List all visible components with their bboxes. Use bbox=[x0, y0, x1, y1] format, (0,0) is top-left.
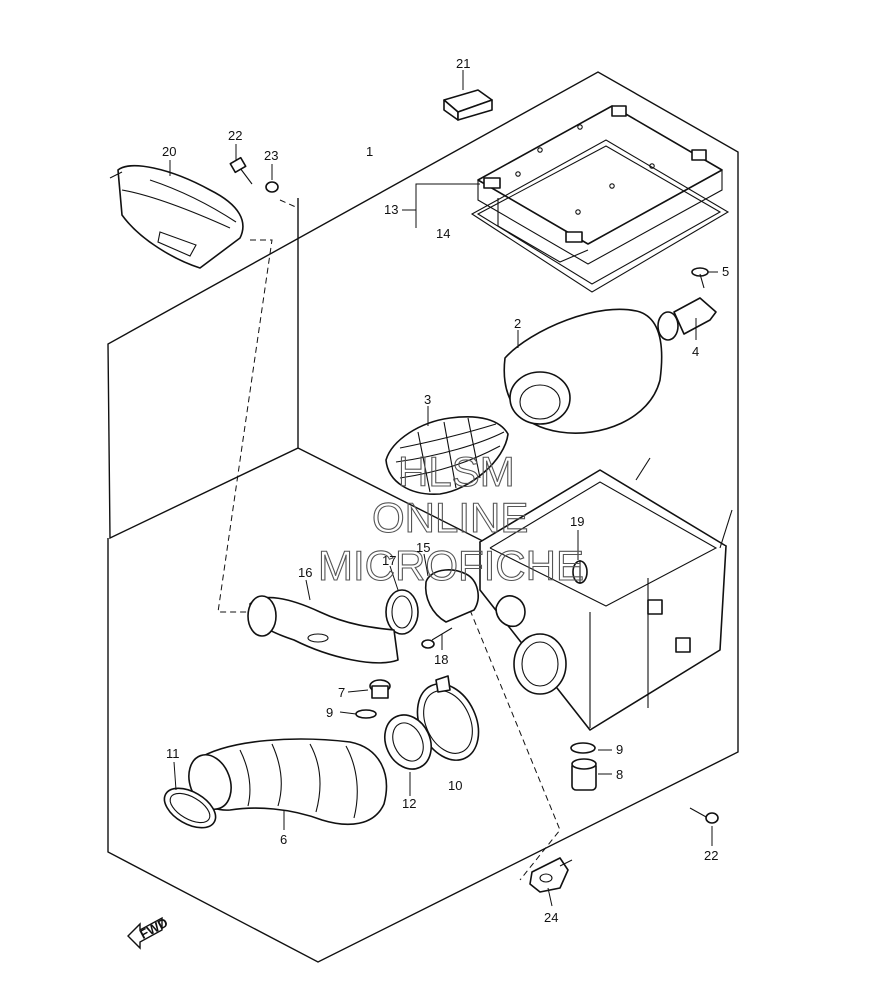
joint-gasket-part bbox=[424, 569, 526, 628]
bolt-part-top bbox=[229, 156, 253, 185]
hose-clamp-11-part bbox=[163, 787, 217, 829]
breather-fitting-part bbox=[529, 857, 573, 893]
air-box-part bbox=[479, 457, 733, 731]
seal-ring-part bbox=[384, 714, 432, 770]
drain-plug-part bbox=[572, 560, 588, 584]
watermark-line-1: HLSM bbox=[398, 448, 515, 495]
callout-10: 10 bbox=[448, 778, 462, 793]
washer-part bbox=[265, 181, 279, 193]
callout-1: 1 bbox=[366, 144, 373, 159]
callout-24: 24 bbox=[544, 910, 558, 925]
o-ring-part-right bbox=[570, 742, 596, 754]
callout-8: 8 bbox=[616, 767, 623, 782]
watermark-line-2: ONLINE bbox=[372, 494, 528, 541]
fwd-arrow-icon: FWD bbox=[127, 915, 170, 950]
watermark-line-3: MICROFICHE bbox=[318, 542, 584, 589]
ref-line-lid bbox=[217, 239, 273, 613]
callout-22-bottom: 22 bbox=[704, 848, 718, 863]
callout-2: 2 bbox=[514, 316, 521, 331]
bolt-part-bottom bbox=[689, 807, 719, 824]
callout-12: 12 bbox=[402, 796, 416, 811]
intake-pipe-part bbox=[247, 595, 399, 664]
leader-lines bbox=[169, 70, 718, 907]
fwd-label: FWD bbox=[137, 915, 170, 942]
ref-line-boot bbox=[469, 609, 561, 881]
callout-19: 19 bbox=[570, 514, 584, 529]
filter-lid-part bbox=[470, 105, 730, 293]
filter-cage-part bbox=[385, 415, 509, 495]
foam-pad-part bbox=[443, 89, 493, 121]
callout-3: 3 bbox=[424, 392, 431, 407]
o-ring-part-left bbox=[355, 709, 377, 719]
ref-line-filter bbox=[279, 199, 299, 209]
callout-21: 21 bbox=[456, 56, 470, 71]
intake-cover-part bbox=[109, 164, 244, 269]
callout-9-right: 9 bbox=[616, 742, 623, 757]
filter-element-part bbox=[503, 308, 663, 434]
callout-6: 6 bbox=[280, 832, 287, 847]
bolt-part-18 bbox=[421, 627, 453, 649]
callout-13: 13 bbox=[384, 202, 398, 217]
watermark: HLSM ONLINE MICROFICHE bbox=[317, 447, 584, 589]
screw-7-part bbox=[369, 679, 391, 699]
callout-11: 11 bbox=[166, 746, 180, 761]
callout-15: 15 bbox=[416, 540, 430, 555]
callout-16: 16 bbox=[298, 565, 312, 580]
callout-20: 20 bbox=[162, 144, 176, 159]
callout-labels: 1 2 3 4 5 6 7 8 9 9 10 11 12 13 14 15 16… bbox=[162, 56, 729, 925]
callout-23: 23 bbox=[264, 148, 278, 163]
callout-14: 14 bbox=[436, 226, 450, 241]
callout-7: 7 bbox=[338, 685, 345, 700]
callout-5: 5 bbox=[722, 264, 729, 279]
callout-18: 18 bbox=[434, 652, 448, 667]
screw-part bbox=[691, 267, 709, 289]
collar-part bbox=[571, 758, 597, 791]
clip-part bbox=[657, 297, 717, 341]
callout-9-left: 9 bbox=[326, 705, 333, 720]
hose-clamp-17-part bbox=[385, 589, 419, 635]
callout-17: 17 bbox=[382, 553, 396, 568]
callout-4: 4 bbox=[692, 344, 699, 359]
assembly-frame bbox=[107, 71, 739, 963]
callout-22-top: 22 bbox=[228, 128, 242, 143]
